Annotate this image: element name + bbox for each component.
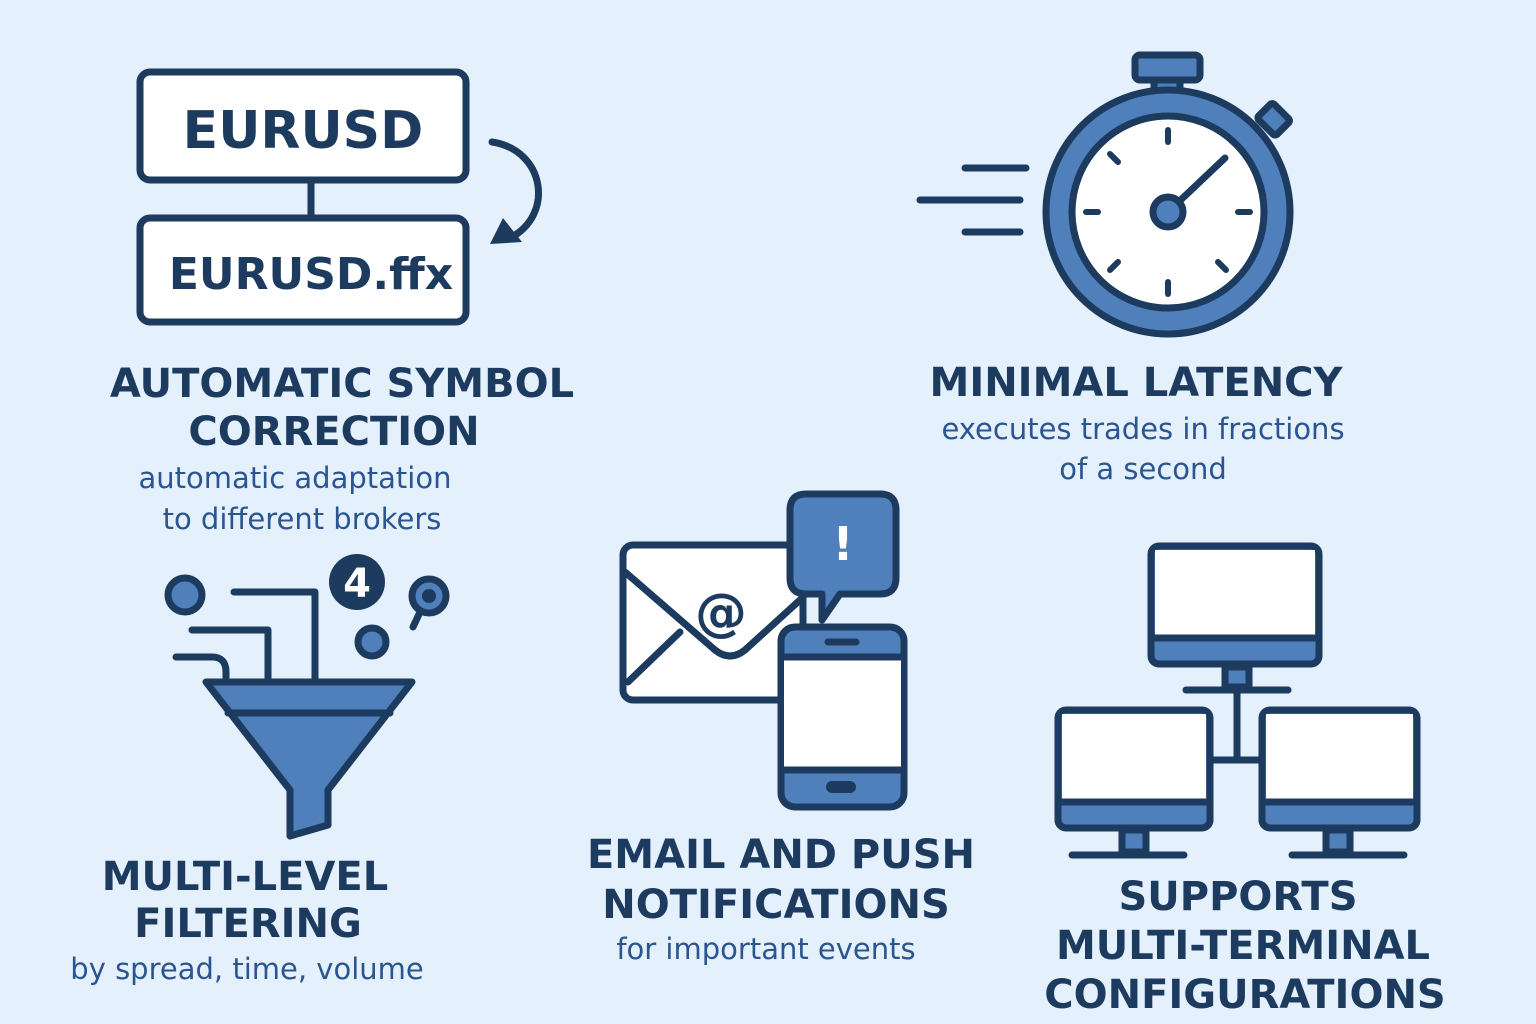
envelope-icon: @ xyxy=(619,541,807,704)
count-badge-text: 4 xyxy=(343,561,371,607)
feature-subtitle: for important events xyxy=(616,932,915,966)
symbol-corrected: EURUSD.ffx xyxy=(169,249,453,300)
feature-title: NOTIFICATIONS xyxy=(602,882,950,928)
feature-title: EMAIL AND PUSH xyxy=(587,832,975,878)
at-symbol: @ xyxy=(695,583,747,643)
monitor-icon xyxy=(1147,542,1323,694)
feature-title: CORRECTION xyxy=(188,409,479,455)
feature-subtitle: executes trades in fractions xyxy=(941,412,1344,446)
arrowhead-icon xyxy=(490,218,522,244)
feature-title: AUTOMATIC SYMBOL xyxy=(110,361,574,407)
alert-mark: ! xyxy=(833,517,854,571)
alert-bubble-icon: ! xyxy=(786,490,900,624)
stopwatch-icon xyxy=(916,51,1294,338)
monitor-icon xyxy=(1054,706,1214,859)
smartphone-icon xyxy=(777,623,908,811)
feature-subtitle: to different brokers xyxy=(163,502,442,536)
symbol-original: EURUSD xyxy=(183,101,424,161)
networked-monitors-icon xyxy=(1054,542,1421,859)
feature-title: MULTI-TERMINAL xyxy=(1056,923,1430,969)
funnel-icon: 4 xyxy=(164,554,450,840)
feature-title: MULTI-LEVEL xyxy=(102,854,389,900)
feature-title: FILTERING xyxy=(134,901,362,947)
feature-title: MINIMAL LATENCY xyxy=(930,360,1344,406)
curved-arrow-icon xyxy=(488,138,542,242)
count-badge xyxy=(329,554,385,610)
feature-title: SUPPORTS xyxy=(1118,874,1357,920)
feature-title: CONFIGURATIONS xyxy=(1044,972,1445,1018)
monitor-icon xyxy=(1258,706,1421,859)
feature-subtitle: automatic adaptation xyxy=(139,461,452,495)
feature-subtitle: of a second xyxy=(1059,452,1227,486)
email-phone-icon: @ ! xyxy=(619,490,908,811)
magnifier-icon xyxy=(408,575,450,631)
symbol-rename-icon: EURUSD EURUSD.ffx xyxy=(136,68,542,326)
feature-subtitle: by spread, time, volume xyxy=(70,952,423,986)
